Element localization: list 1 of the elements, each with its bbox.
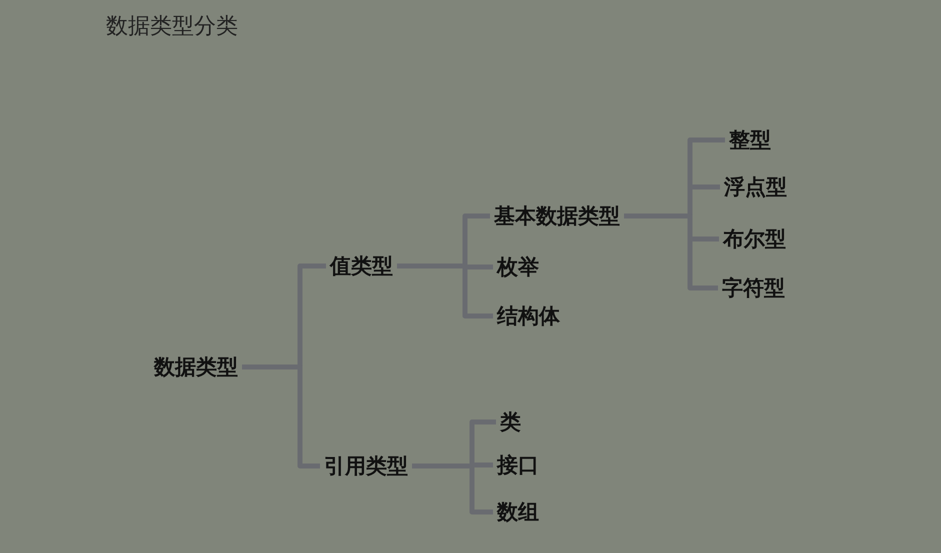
- diagram-title: 数据类型分类: [106, 13, 238, 41]
